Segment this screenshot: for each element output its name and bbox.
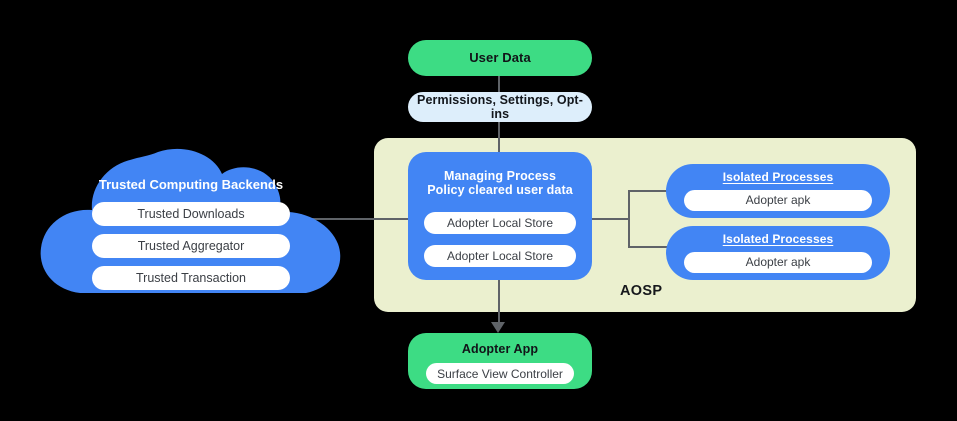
- managing-process-title-line1: Managing Process: [443, 169, 557, 183]
- managing-process-title: Managing Process Policy cleared user dat…: [427, 169, 573, 198]
- arrowhead-down-icon: [491, 322, 505, 333]
- isolated-process-node-1[interactable]: Isolated Processes Adopter apk: [666, 164, 890, 218]
- cloud-item-trusted-downloads[interactable]: Trusted Downloads: [92, 202, 290, 226]
- aosp-label: AOSP: [620, 283, 663, 299]
- cloud-item-trusted-aggregator[interactable]: Trusted Aggregator: [92, 234, 290, 258]
- trusted-computing-backends-cloud[interactable]: Trusted Computing Backends Trusted Downl…: [38, 148, 344, 298]
- managing-process-title-line2: Policy cleared user data: [427, 183, 573, 198]
- cloud-title: Trusted Computing Backends: [98, 177, 284, 192]
- adopter-app-node[interactable]: Adopter App Surface View Controller: [408, 333, 592, 389]
- cloud-item-trusted-transaction[interactable]: Trusted Transaction: [92, 266, 290, 290]
- permissions-settings-optins-node[interactable]: Permissions, Settings, Opt-ins: [408, 92, 592, 122]
- adopter-apk-chip-1[interactable]: Adopter apk: [684, 189, 872, 211]
- adopter-local-store-1[interactable]: Adopter Local Store: [424, 211, 576, 234]
- user-data-node[interactable]: User Data: [408, 40, 592, 76]
- managing-process-node[interactable]: Managing Process Policy cleared user dat…: [408, 152, 592, 280]
- adopter-local-store-2[interactable]: Adopter Local Store: [424, 244, 576, 267]
- connector-permissions-to-managing-process: [498, 122, 500, 152]
- connector-fork-spine: [628, 191, 630, 247]
- isolated-process-title-1: Isolated Processes: [722, 170, 834, 184]
- connector-fork-stem: [592, 218, 630, 220]
- user-data-label: User Data: [469, 49, 531, 65]
- connector-managing-process-to-adopter-app: [498, 280, 500, 325]
- connector-fork-to-isolated-2: [628, 246, 668, 248]
- adopter-apk-chip-2[interactable]: Adopter apk: [684, 251, 872, 273]
- isolated-process-node-2[interactable]: Isolated Processes Adopter apk: [666, 226, 890, 280]
- connector-cloud-to-aosp: [312, 218, 408, 220]
- connector-fork-to-isolated-1: [628, 190, 668, 192]
- permissions-label: Permissions, Settings, Opt-ins: [417, 92, 583, 121]
- surface-view-controller-chip[interactable]: Surface View Controller: [426, 363, 574, 385]
- isolated-process-title-2: Isolated Processes: [722, 232, 834, 246]
- adopter-app-title: Adopter App: [461, 342, 539, 356]
- connector-userdata-to-permissions: [498, 76, 500, 92]
